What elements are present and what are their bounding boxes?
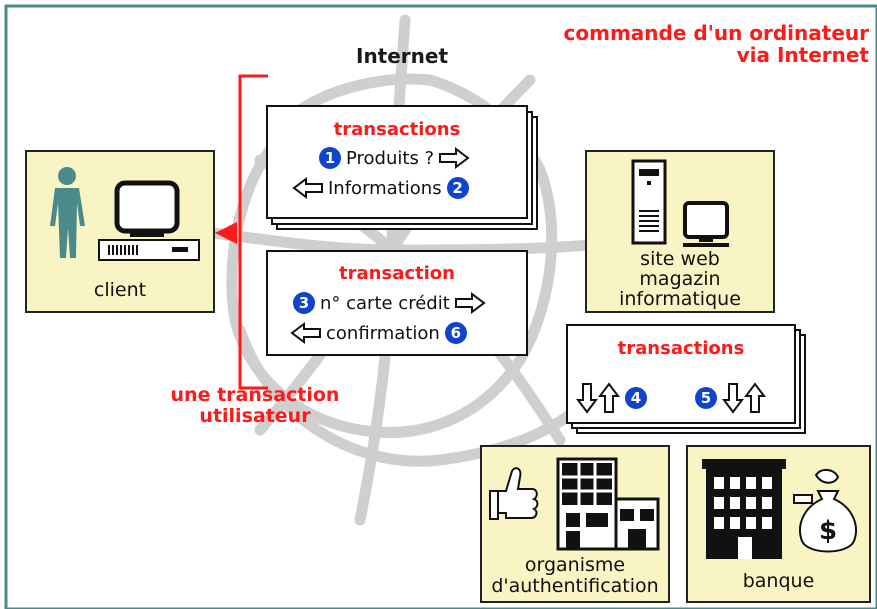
computer-icon (98, 180, 200, 261)
bank-building (702, 459, 786, 559)
title-line-2: via Internet (736, 43, 869, 67)
arrow-left-icon (290, 322, 321, 344)
step-number-6: 6 (444, 322, 467, 344)
bank-building-icon: $ (702, 459, 857, 559)
thumbs-up-icon (489, 467, 539, 520)
transactions-card-bank: transactions 4 5 (566, 324, 796, 424)
internet-label: Internet (356, 44, 449, 68)
site-line-1: site web (640, 248, 720, 270)
row-confirmation: confirmation 6 (290, 322, 472, 344)
transaction-mid-title: transaction (339, 263, 455, 284)
products-text: Produits ? (346, 147, 435, 169)
transactions-card-top: transactions 1 Produits ? Informations 2 (266, 105, 528, 219)
arrow-left-icon (292, 177, 323, 199)
monitor-icon (683, 201, 729, 247)
person-icon (50, 167, 85, 258)
transactions-top-title: transactions (333, 119, 461, 140)
title-line-1: commande d'un ordinateur (563, 21, 869, 45)
arrow-right-icon (454, 292, 486, 314)
transactions-bank-title: transactions (617, 338, 745, 359)
row-bank-right: 5 (690, 382, 766, 414)
client-box: client (25, 150, 215, 313)
arrow-right-icon (439, 147, 470, 169)
step-number-4: 4 (625, 387, 647, 409)
user-transaction-line-2: utilisateur (199, 405, 311, 427)
transaction-card-middle: transaction 3 n° carte crédit confirmati… (266, 250, 528, 356)
informations-text: Informations (328, 177, 442, 199)
step-number-5: 5 (695, 387, 717, 409)
website-box: site web magazin informatique (585, 150, 775, 313)
arrow-down-icon (576, 383, 598, 414)
user-transaction-label: une transaction utilisateur (150, 385, 360, 427)
svg-text:$: $ (819, 516, 837, 546)
site-line-2: magazin (639, 268, 721, 290)
auth-line-1: organisme (524, 554, 626, 576)
bank-box: $ banque (686, 445, 871, 603)
step-number-2: 2 (446, 177, 469, 199)
arrow-up-icon (744, 382, 766, 413)
arrow-down-icon (722, 383, 744, 414)
diagram-title: commande d'un ordinateur via Internet (489, 22, 869, 66)
building-icon (556, 457, 660, 551)
row-informations: Informations 2 (292, 177, 474, 199)
step-number-3: 3 (293, 292, 315, 314)
auth-line-2: d'authentification (491, 575, 659, 597)
money-bag-icon: $ (793, 469, 857, 553)
row-bank-left: 4 (576, 382, 652, 414)
credit-card-text: n° carte crédit (320, 292, 450, 314)
site-line-3: informatique (619, 288, 741, 310)
client-icon (50, 167, 200, 261)
user-transaction-line-1: une transaction (170, 384, 340, 406)
arrow-up-icon (598, 382, 620, 413)
confirmation-text: confirmation (326, 322, 440, 344)
server-icon (631, 159, 729, 247)
bank-label: banque (742, 570, 815, 592)
red-pointer-icon (215, 222, 237, 244)
auth-building-icon (489, 457, 660, 551)
client-label: client (93, 279, 147, 301)
row-products: 1 Produits ? (314, 147, 470, 169)
user-transaction-bracket (238, 74, 268, 390)
row-credit-card: 3 n° carte crédit (288, 292, 486, 314)
step-number-1: 1 (319, 147, 341, 169)
authentication-box: organisme d'authentification (480, 445, 670, 603)
